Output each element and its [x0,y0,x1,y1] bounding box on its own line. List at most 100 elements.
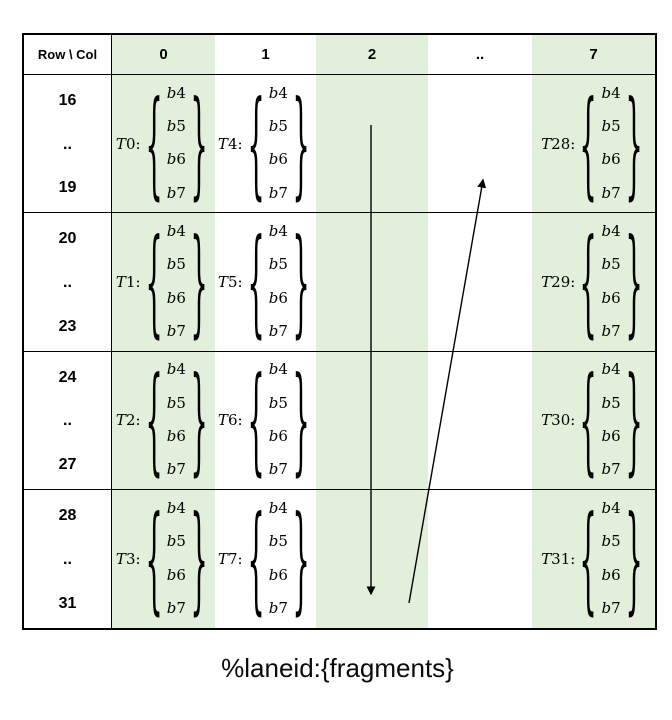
caption: %laneid:{fragments} [221,653,454,683]
right-brace: } [190,76,208,211]
fragment-item: b4 [166,83,186,102]
left-brace: { [579,76,598,211]
row-label-line: .. [63,550,72,568]
fragment-item: b7 [601,183,621,202]
fragment-item: b5 [166,117,186,136]
fragment-item: b7 [166,599,186,618]
left-brace: { [579,214,598,349]
corner-header: Row \ Col [24,35,112,75]
fragment-items: b4 b5 b6 b7 [601,360,622,479]
fragment-item: b4 [601,83,621,102]
fragment-item: b7 [601,599,621,618]
left-brace: { [579,353,598,488]
row-label-line: 28 [58,506,77,524]
fragment-item: b6 [601,150,621,169]
left-brace: { [246,76,265,211]
right-brace: } [190,353,208,488]
row-label-line: 27 [58,455,77,473]
fragment-item: b7 [166,322,186,341]
row-label: 16..19 [24,75,112,214]
fragment-item: b5 [166,255,186,274]
fragment-item: b6 [166,288,186,307]
fragment-item: b7 [166,183,186,202]
fragment-item: b5 [601,532,621,551]
fragment-item: b4 [268,221,288,240]
fragment-item: b7 [268,322,288,341]
row-label-line: .. [63,135,72,153]
row-label-line: 23 [58,317,77,335]
fragment-item: b4 [268,360,288,379]
col-header-2: 2 [316,35,428,75]
fragment-item: b5 [166,393,186,412]
left-brace: { [144,214,163,349]
right-brace: } [292,214,310,349]
col-header-7: 7 [532,35,655,75]
col-header-dots: .. [428,35,532,75]
thread-label: T1: [115,272,141,291]
table-cell [428,75,532,214]
fragment-item: b6 [601,288,621,307]
table-cell [316,75,428,214]
left-brace: { [246,491,265,626]
row-label-line: 24 [58,368,77,386]
table-cell [428,352,532,490]
fragment-item: b4 [268,498,288,517]
fragment-item: b6 [268,150,288,169]
fragment-item: b7 [601,460,621,479]
fragment-item: b6 [601,426,621,445]
fragment-item: b5 [268,393,288,412]
fragment-item: b6 [601,565,621,584]
col-header-0: 0 [112,35,215,75]
thread-label: T6: [217,411,243,430]
fragment-item: b6 [166,565,186,584]
green-column-band [112,35,215,628]
row-label: 28.. 31 [24,489,112,628]
thread-label: T0: [115,134,141,153]
fragment-item: b4 [601,360,621,379]
fragment-item: b5 [268,255,288,274]
row-label-line: 16 [58,92,77,109]
table-cell [316,352,428,490]
right-brace: } [190,214,208,349]
right-brace: } [625,214,643,349]
row-label-line: .. [63,412,72,430]
row-label: 24.. 27 [24,351,112,490]
fragment-item: b5 [601,393,621,412]
table-cell [316,490,428,628]
left-brace: { [579,491,598,626]
right-brace: } [292,491,310,626]
thread-label: T7: [217,549,243,568]
fragment-item: b6 [268,288,288,307]
row-label-line: 31 [58,595,77,612]
thread-label: T2: [115,411,141,430]
fragment-item: b5 [268,117,288,136]
fragment-item: b4 [268,83,288,102]
fragment-item: b5 [601,255,621,274]
table-cell [316,213,428,352]
right-brace: } [625,353,643,488]
